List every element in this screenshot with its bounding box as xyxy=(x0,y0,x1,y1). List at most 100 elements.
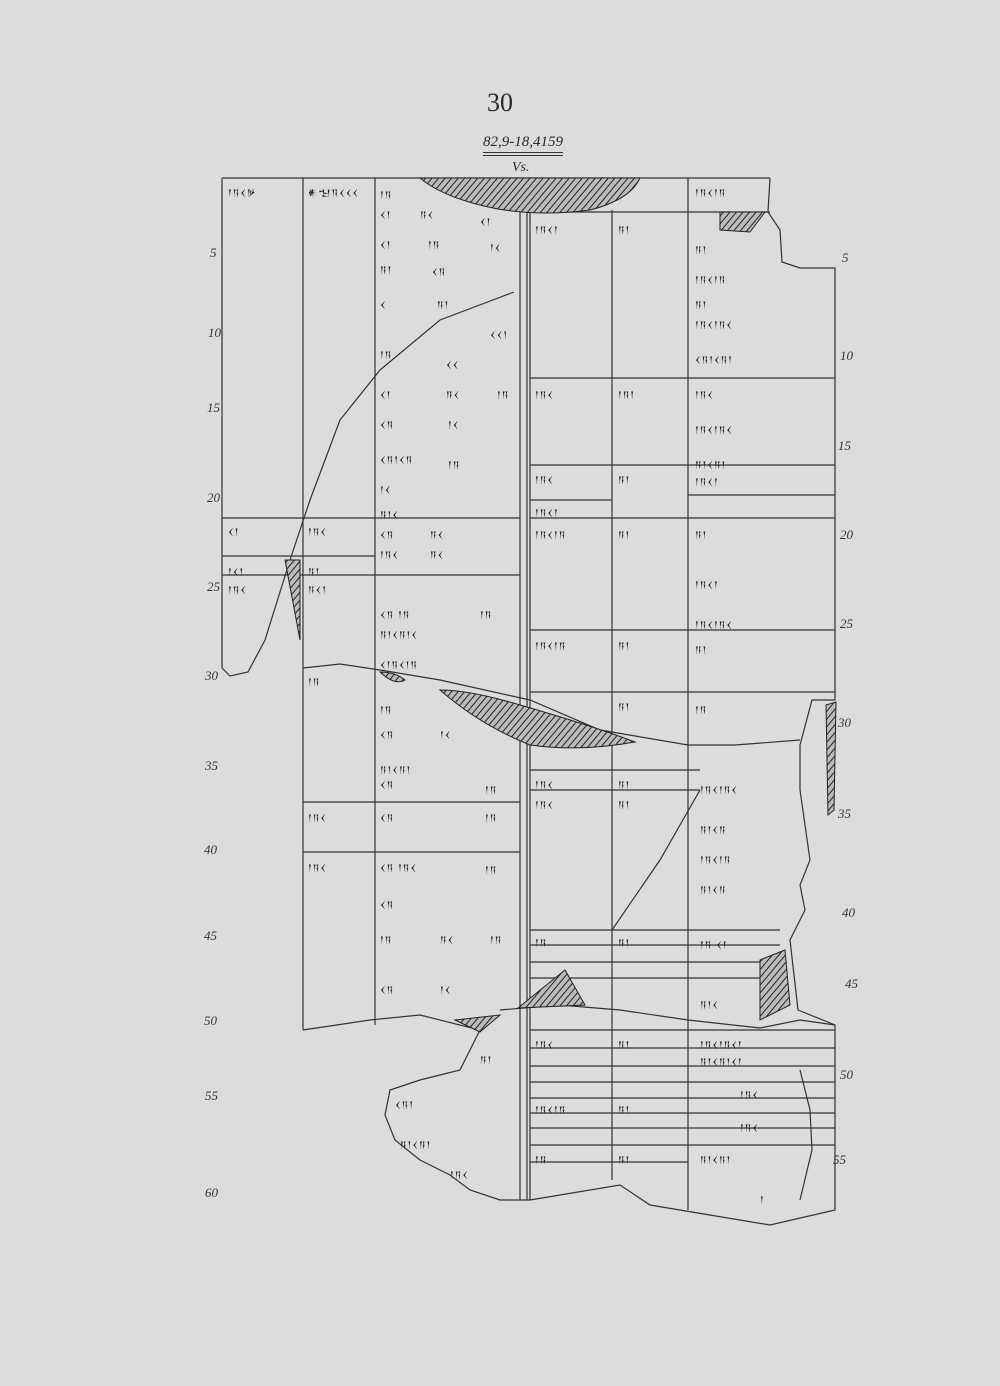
cuneiform-sign: 𒌋𒀀 xyxy=(380,421,395,431)
line-number-right: 30 xyxy=(838,715,851,730)
cuneiform-sign: 𒀀𒁹 xyxy=(695,301,708,311)
line-number-left: 30 xyxy=(205,668,218,683)
cuneiform-sign: 𒁹𒀀𒌋 xyxy=(450,1171,469,1181)
cuneiform-sign: 𒀀𒁹𒌋𒀀𒁹 xyxy=(400,1141,432,1151)
cuneiform-sign: 𒁹𒀀𒌋 xyxy=(380,551,399,561)
cuneiform-sign: 𒀀𒁹 xyxy=(618,939,631,949)
line-number-right: 40 xyxy=(842,905,855,920)
page-number: 30 xyxy=(487,88,513,117)
cuneiform-sign: 𒁹𒀀𒌋𒁹𒀀𒌋 xyxy=(695,621,733,631)
line-number-right: 5 xyxy=(842,250,849,265)
line-number-right: 10 xyxy=(840,348,853,363)
cuneiform-sign: 𒁹𒀀 xyxy=(535,939,548,949)
cuneiform-sign: 𒌋𒀀 xyxy=(380,731,395,741)
cuneiform-sign: 𒁹𒀀 xyxy=(380,706,393,716)
cuneiform-sign: 𒁹𒀀𒌋 xyxy=(695,391,714,401)
cuneiform-sign: 𒀀𒁹 xyxy=(380,266,393,276)
cuneiform-sign: 𒁹𒀀 xyxy=(448,461,461,471)
cuneiform-sign: 𒁹𒀀𒌋𒁹𒀀 xyxy=(535,1106,567,1116)
cuneiform-sign: 𒀀𒁹 xyxy=(618,703,631,713)
cuneiform-sign: 𒁹𒀀𒌋𒁹𒀀𒌋 xyxy=(695,426,733,436)
cuneiform-sign: 𒁹𒀀𒌋 xyxy=(308,814,327,824)
line-number-right: 55 xyxy=(833,1152,846,1167)
line-number-left: 55 xyxy=(205,1088,218,1103)
line-number-left: 20 xyxy=(207,490,220,505)
cuneiform-sign: 𒁹𒀀 xyxy=(490,936,503,946)
line-number-right: 45 xyxy=(845,976,858,991)
cuneiform-sign: 𒀀𒁹𒌋𒀀𒁹 xyxy=(695,461,727,471)
cuneiform-sign: 𒌋𒁹 xyxy=(380,211,392,221)
cuneiform-sign: 𒁹𒀀𒌋𒁹𒀀 xyxy=(695,189,727,199)
cuneiform-sign: 𒀀𒁹 xyxy=(695,646,708,656)
line-number-right: 35 xyxy=(838,806,851,821)
cuneiform-sign: 𒌋𒁹 xyxy=(228,528,240,538)
cuneiform-sign: 𒌋𒀀 xyxy=(432,268,447,278)
cuneiform-sign: 𒀀𒁹𒌋 xyxy=(380,511,399,521)
cuneiform-sign: 𒁹𒀀 xyxy=(380,351,393,361)
cuneiform-sign: 𒁹𒀀𒌋𒁹𒀀𒌋 xyxy=(695,321,733,331)
tablet-reference: 82,9-18,4159 xyxy=(483,134,563,156)
cuneiform-sign: 𒁹𒀀 xyxy=(380,936,393,946)
cuneiform-sign: 𒌋𒌋𒁹 xyxy=(490,331,509,341)
cuneiform-sign: 𒀀𒁹 xyxy=(618,801,631,811)
cuneiform-sign: 𒌋𒁹𒀀𒌋𒁹𒀀 xyxy=(380,661,418,671)
cuneiform-sign: 𒁹𒀀 xyxy=(535,1156,548,1166)
line-number-left: 40 xyxy=(204,842,217,857)
cuneiform-sign: 𒌋𒀀 𒁹𒀀𒌋 xyxy=(380,864,418,874)
cuneiform-sign: 𒌋 xyxy=(380,301,387,311)
cuneiform-sign: 𒁹𒌋 xyxy=(440,731,452,741)
line-number-left: 5 xyxy=(210,245,217,260)
cuneiform-sign: 𒁹𒀀 xyxy=(480,611,493,621)
cuneiform-sign: 𒀀𒁹 xyxy=(618,781,631,791)
cuneiform-sign: 𒌋𒀀𒁹 xyxy=(395,1101,414,1111)
cuneiform-sign: 𒁹𒀀 xyxy=(485,786,498,796)
cuneiform-sign: 𒀀𒌋 xyxy=(420,211,435,221)
cuneiform-sign: 𒌋𒀀 xyxy=(380,901,395,911)
cuneiform-sign: 𒁹𒀀 xyxy=(485,814,498,824)
cuneiform-sign: 𒁹𒌋𒁹 xyxy=(228,568,245,578)
cuneiform-sign: 𒀀𒁹𒌋𒀀 xyxy=(700,886,727,896)
side-label: Vs. xyxy=(512,160,530,175)
line-number-left: 25 xyxy=(207,579,220,594)
line-number-left: 35 xyxy=(205,758,218,773)
cuneiform-sign: 𒁹𒀀𒌋𒃻 xyxy=(228,189,257,199)
cuneiform-sign: 𒀀𒌋𒁹 xyxy=(308,586,327,596)
cuneiform-sign: 𒁹𒌋 xyxy=(448,421,460,431)
cuneiform-sign: 𒀀𒁹𒌋𒀀𒁹𒌋𒁹 xyxy=(700,1058,743,1068)
cuneiform-sign: 𒌋𒁹 xyxy=(380,391,392,401)
cuneiform-sign: 𒁹𒀀 xyxy=(485,866,498,876)
cuneiform-sign: 𒁹𒀀𒌋 xyxy=(535,781,554,791)
cuneiform-sign: 𒌋𒁹 xyxy=(480,218,492,228)
cuneiform-sign: 𒀀𒁹 xyxy=(618,1106,631,1116)
cuneiform-sign: 𒁹𒀀𒌋𒁹𒀀 xyxy=(535,642,567,652)
cuneiform-sign: 𒀀𒁹 xyxy=(618,226,631,236)
cuneiform-sign: 𒁹𒀀 xyxy=(428,241,441,251)
cuneiform-sign: 𒁹𒀀𒌋𒁹 xyxy=(535,226,559,236)
cuneiform-sign: 𒁹𒀀𒌋𒁹 xyxy=(695,478,719,488)
cuneiform-sign: 𒁹𒀀𒌋𒁹𒀀 xyxy=(695,276,727,286)
cuneiform-sign: 𒁹𒀀 𒌋𒁹 xyxy=(700,941,728,951)
cuneiform-sign: 𒀀𒁹 xyxy=(618,1041,631,1051)
cuneiform-sign: 𒀭𒈠𒀀𒌋𒌋𒌋 xyxy=(308,189,360,199)
cuneiform-sign: 𒀀𒁹𒌋𒀀𒁹 xyxy=(700,1156,732,1166)
cuneiform-sign: 𒀀𒌋 xyxy=(440,936,455,946)
cuneiform-sign: 𒀀𒁹𒌋𒀀 xyxy=(700,826,727,836)
cuneiform-sign: 𒁹𒀀 xyxy=(380,191,393,201)
cuneiform-sign: 𒁹𒀀𒌋 xyxy=(535,391,554,401)
cuneiform-sign: 𒁹𒀀𒌋 xyxy=(740,1091,759,1101)
cuneiform-sign: 𒁹𒀀𒌋 xyxy=(535,476,554,486)
cuneiform-sign: 𒀀𒁹 xyxy=(437,301,450,311)
cuneiform-sign: 𒀀𒁹𒌋𒀀𒁹 xyxy=(380,766,412,776)
cuneiform-sign: 𒌋𒀀 xyxy=(380,781,395,791)
cuneiform-sign: 𒁹𒀀𒌋𒁹𒀀𒌋 xyxy=(700,786,738,796)
line-number-right: 50 xyxy=(840,1067,853,1082)
cuneiform-sign: 𒀀𒁹 xyxy=(695,531,708,541)
line-number-right: 20 xyxy=(840,527,853,542)
cuneiform-sign: 𒁹𒀀 xyxy=(695,706,708,716)
line-number-right: 15 xyxy=(838,438,851,453)
cuneiform-sign: 𒀀𒁹 xyxy=(695,246,708,256)
cuneiform-sign: 𒌋𒀀𒁹𒌋𒀀𒁹 xyxy=(695,356,733,366)
cuneiform-sign: 𒁹𒀀𒌋𒁹𒀀𒌋𒁹 xyxy=(700,1041,743,1051)
cuneiform-sign: 𒁹𒀀 xyxy=(497,391,510,401)
